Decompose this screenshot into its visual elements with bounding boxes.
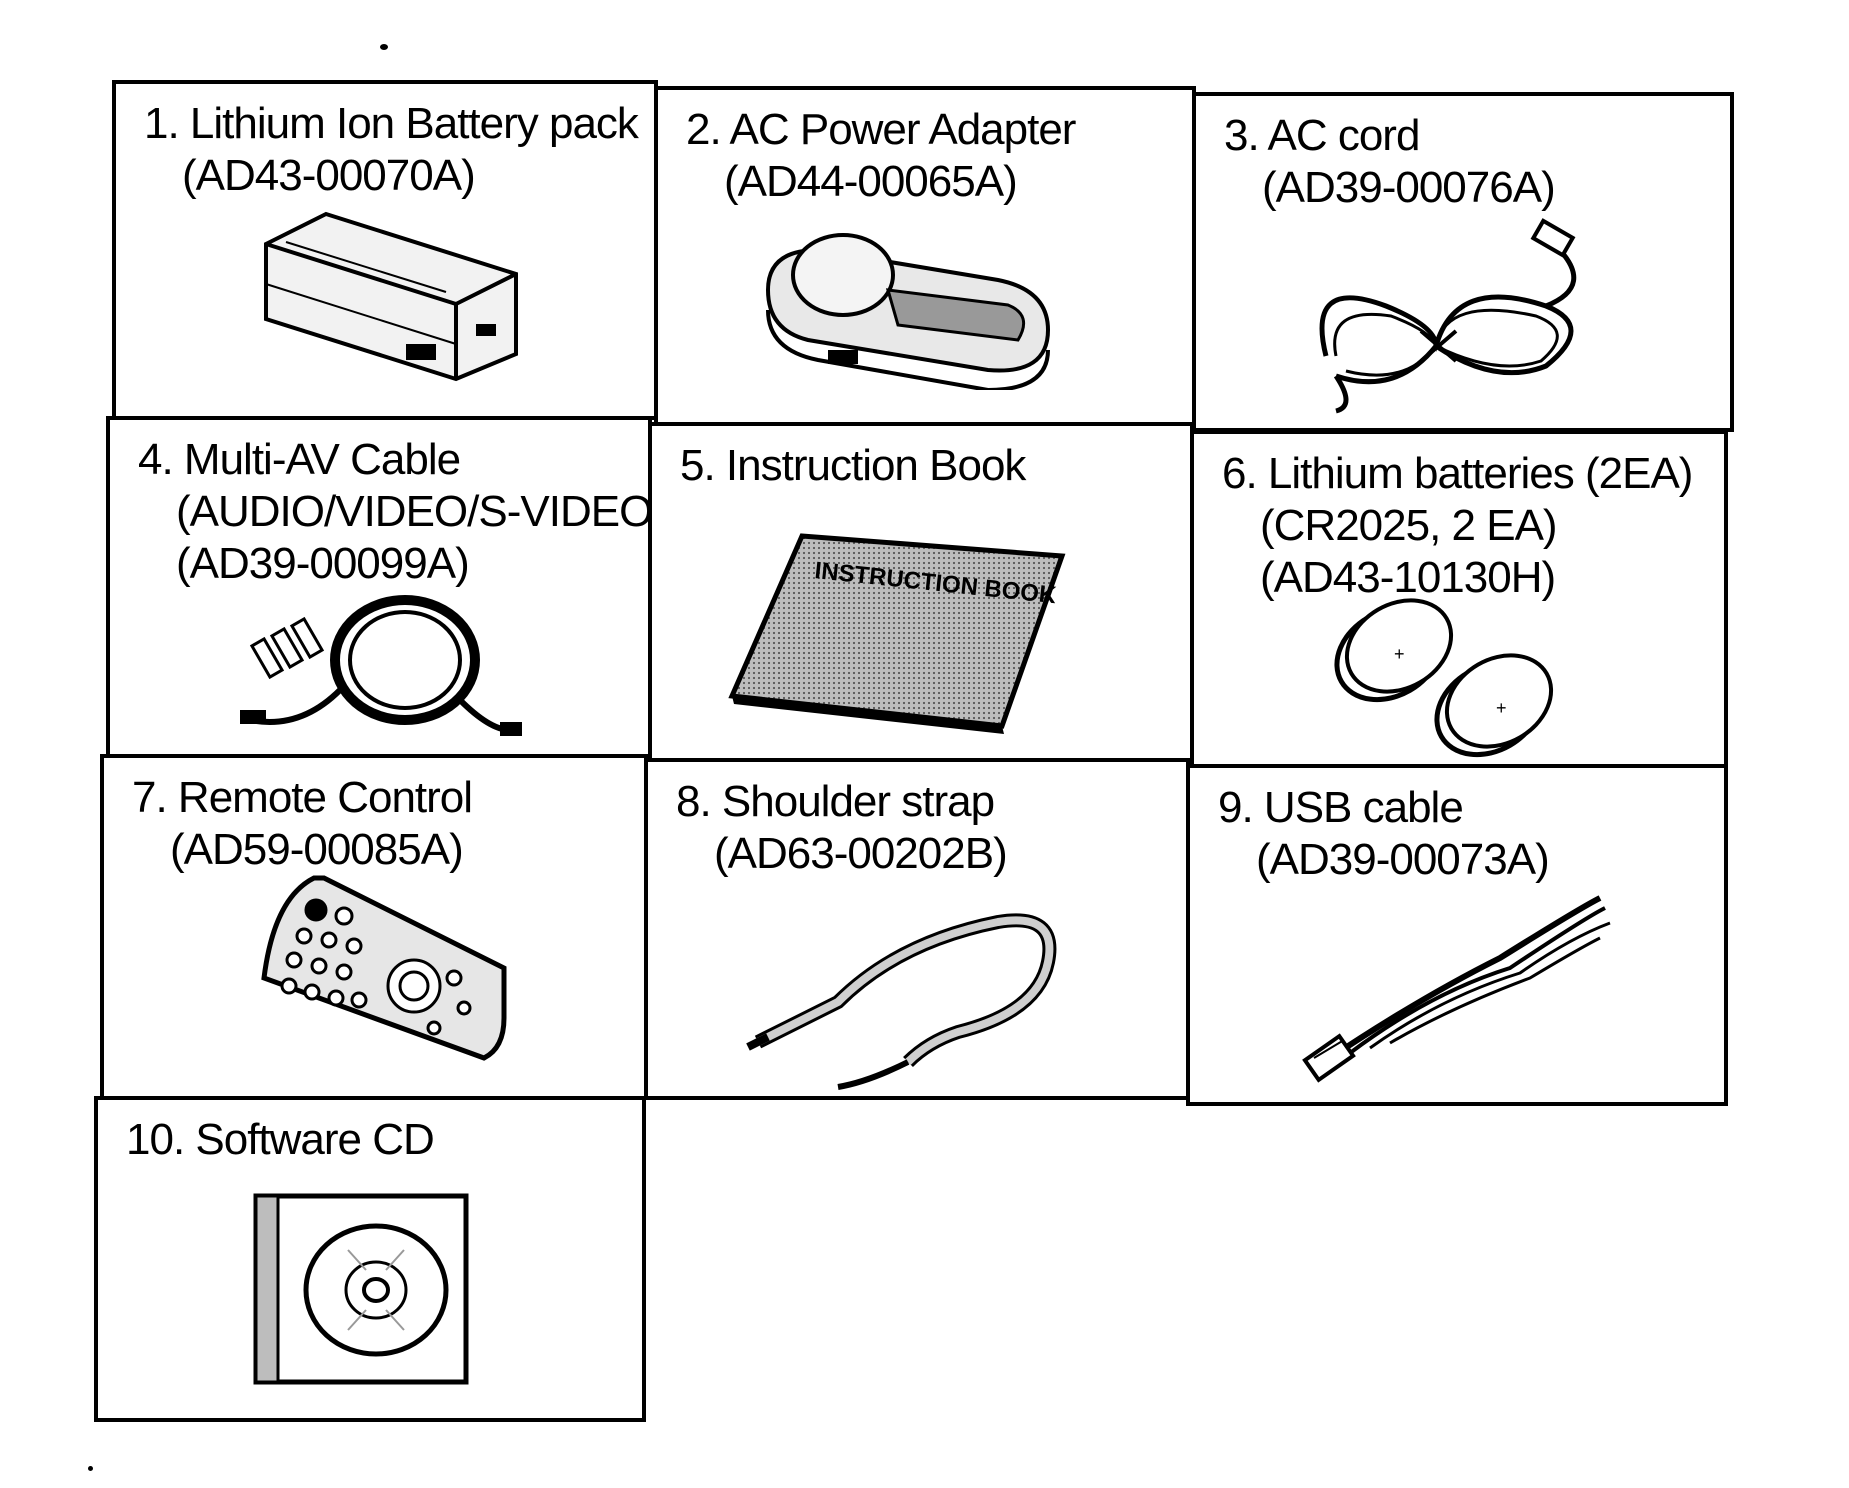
scan-speck xyxy=(88,1466,93,1471)
accessory-title: 7. Remote Control xyxy=(132,773,473,822)
accessory-title: 9. USB cable xyxy=(1218,783,1464,832)
remote-control-icon xyxy=(261,875,507,1061)
battery-pack-icon xyxy=(264,211,518,382)
accessory-label: 9. USB cable (AD39-00073A) xyxy=(1218,782,1550,886)
accessory-cell-software-cd: 10. Software CD xyxy=(94,1096,646,1422)
shoulder-strap-icon xyxy=(746,913,1057,1090)
accessory-part-number: (AD39-00076A) xyxy=(1262,163,1556,212)
accessory-part-number: (AD43-10130H) xyxy=(1260,553,1556,602)
accessory-label: 1. Lithium Ion Battery pack (AD43-00070A… xyxy=(144,98,639,202)
accessory-label: 4. Multi-AV Cable (AUDIO/VIDEO/S-VIDEO) … xyxy=(138,434,667,590)
accessory-cell-remote-control: 7. Remote Control (AD59-00085A) xyxy=(100,754,648,1100)
software-cd-icon xyxy=(253,1193,469,1385)
accessory-title: 6. Lithium batteries (2EA) xyxy=(1222,449,1693,498)
accessory-cell-shoulder-strap: 8. Shoulder strap (AD63-00202B) xyxy=(644,758,1190,1100)
usb-cable-icon xyxy=(1302,895,1611,1083)
accessory-label: 7. Remote Control (AD59-00085A) xyxy=(132,772,473,876)
power-adapter-icon xyxy=(765,233,1051,390)
accessory-label: 6. Lithium batteries (2EA) (CR2025, 2 EA… xyxy=(1222,448,1693,604)
av-cable-icon xyxy=(240,595,522,736)
coin-batteries-icon: + + xyxy=(1334,598,1554,758)
accessory-label: 2. AC Power Adapter (AD44-00065A) xyxy=(686,104,1076,208)
accessory-cell-coin-batteries: 6. Lithium batteries (2EA) (CR2025, 2 EA… xyxy=(1190,430,1728,772)
accessory-part-number: (CR2025, 2 EA) xyxy=(1260,501,1558,550)
accessory-title: 8. Shoulder strap xyxy=(676,777,995,826)
accessory-cell-av-cable: 4. Multi-AV Cable (AUDIO/VIDEO/S-VIDEO) … xyxy=(106,416,667,758)
accessory-cell-ac-cord: 3. AC cord (AD39-00076A) xyxy=(1192,92,1734,432)
accessory-label: 10. Software CD xyxy=(126,1114,435,1166)
accessory-label: 5. Instruction Book xyxy=(680,440,1026,492)
instruction-book-icon: INSTRUCTION BOOK xyxy=(728,533,1066,734)
svg-text:+: + xyxy=(1394,644,1405,664)
accessory-title: 10. Software CD xyxy=(126,1115,435,1164)
accessory-part-number: (AD63-00202B) xyxy=(714,829,1008,878)
scan-speck xyxy=(380,44,388,50)
ac-cord-icon xyxy=(1319,218,1577,414)
accessory-label: 8. Shoulder strap (AD63-00202B) xyxy=(676,776,1008,880)
accessory-cell-battery-pack: 1. Lithium Ion Battery pack (AD43-00070A… xyxy=(112,80,658,420)
accessory-cell-power-adapter: 2. AC Power Adapter (AD44-00065A) xyxy=(654,86,1196,426)
accessory-title: 2. AC Power Adapter xyxy=(686,105,1076,154)
accessory-part-number: (AD39-00073A) xyxy=(1256,835,1550,884)
accessory-part-number: (AD43-00070A) xyxy=(182,151,476,200)
accessory-cell-usb-cable: 9. USB cable (AD39-00073A) xyxy=(1186,764,1728,1106)
accessory-title: 3. AC cord xyxy=(1224,111,1420,160)
accessory-title: 1. Lithium Ion Battery pack xyxy=(144,99,639,148)
accessory-part-number: (AD39-00099A) xyxy=(176,539,470,588)
svg-text:+: + xyxy=(1496,698,1507,718)
accessory-label: 3. AC cord (AD39-00076A) xyxy=(1224,110,1556,214)
accessory-part-number: (AD44-00065A) xyxy=(724,157,1018,206)
accessory-part-number: (AD59-00085A) xyxy=(170,825,464,874)
accessory-part-number: (AUDIO/VIDEO/S-VIDEO) xyxy=(176,487,667,536)
accessory-cell-instruction-book: 5. Instruction Book INSTRUCTION BOOK xyxy=(648,422,1194,764)
accessory-grid: 1. Lithium Ion Battery pack (AD43-00070A… xyxy=(94,80,1734,1422)
accessory-title: 4. Multi-AV Cable xyxy=(138,435,461,484)
accessory-title: 5. Instruction Book xyxy=(680,441,1026,490)
